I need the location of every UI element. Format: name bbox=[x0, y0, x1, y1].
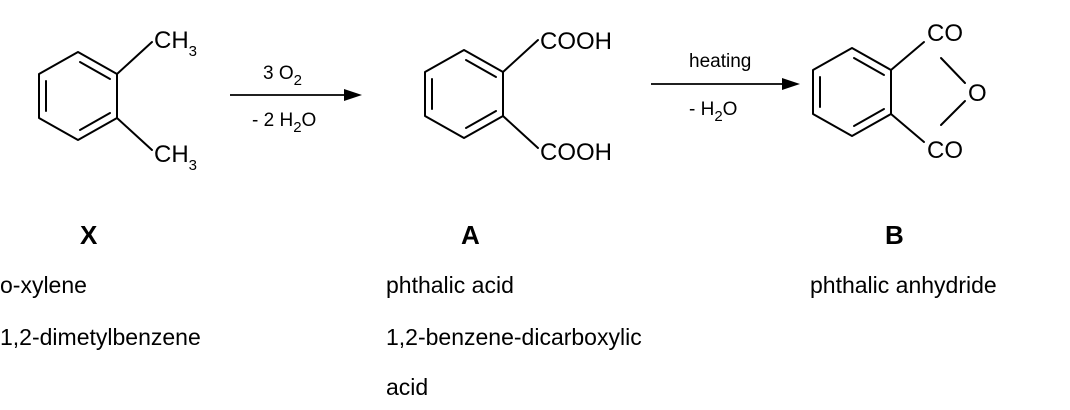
methyl-bond-bottom bbox=[116, 117, 153, 151]
arrow-1-reagent: 3 O2 bbox=[263, 63, 302, 89]
arrow-2-condition: heating bbox=[689, 51, 751, 72]
carbonyl-bond-top bbox=[890, 41, 925, 71]
bridge-bond-bottom bbox=[940, 100, 966, 126]
aromatic-bond-a-2 bbox=[465, 110, 497, 129]
aromatic-bond-x-1 bbox=[79, 61, 111, 80]
bridging-oxygen: O bbox=[968, 80, 987, 107]
compound-name-a: phthalic acid bbox=[386, 272, 514, 298]
carboxyl-bond-top bbox=[502, 39, 539, 73]
compound-label-x: X bbox=[80, 220, 98, 250]
compound-label-a: A bbox=[461, 220, 480, 250]
carboxyl-bond-bottom bbox=[502, 115, 539, 149]
benzene-ring-a bbox=[424, 49, 504, 139]
aromatic-bond-a-1 bbox=[465, 59, 497, 78]
arrow-1-byproduct: - 2 H2O bbox=[252, 110, 316, 136]
compound-iupac-a-line2: acid bbox=[386, 374, 429, 400]
structure-b-phthalic-anhydride: CO CO O bbox=[812, 20, 987, 164]
arrow-1-head bbox=[344, 89, 362, 101]
bridge-bond-top bbox=[940, 57, 966, 84]
methyl-bond-top bbox=[116, 41, 153, 75]
arrow-2-byproduct: - H2O bbox=[689, 99, 737, 125]
compound-label-b: B bbox=[885, 220, 904, 250]
carbonyl-group-bottom: CO bbox=[927, 137, 963, 164]
aromatic-bond-b-2 bbox=[853, 108, 885, 127]
aromatic-bond-b-1 bbox=[853, 57, 885, 76]
arrow-2-head bbox=[782, 78, 800, 90]
benzene-ring-x bbox=[38, 51, 118, 141]
methyl-group-top: CH3 bbox=[154, 27, 197, 60]
carboxyl-group-top: COOH bbox=[540, 28, 612, 55]
structure-a-phthalic-acid: COOH COOH bbox=[424, 28, 612, 166]
aromatic-bond-x-2 bbox=[79, 112, 111, 131]
carbonyl-group-top: CO bbox=[927, 20, 963, 47]
structure-x-oxylene: CH3 CH3 bbox=[38, 27, 197, 174]
compound-iupac-a-line1: 1,2-benzene-dicarboxylic bbox=[386, 324, 642, 350]
carboxyl-group-bottom: COOH bbox=[540, 139, 612, 166]
reaction-arrow-1: 3 O2 - 2 H2O bbox=[230, 63, 362, 136]
reaction-arrow-2: heating - H2O bbox=[651, 51, 800, 125]
benzene-ring-b bbox=[812, 47, 892, 137]
compound-name-b: phthalic anhydride bbox=[810, 272, 997, 298]
carbonyl-bond-bottom bbox=[890, 113, 925, 143]
compound-iupac-x: 1,2-dimetylbenzene bbox=[0, 324, 201, 350]
compound-name-x: o-xylene bbox=[0, 272, 87, 298]
methyl-group-bottom: CH3 bbox=[154, 141, 197, 174]
